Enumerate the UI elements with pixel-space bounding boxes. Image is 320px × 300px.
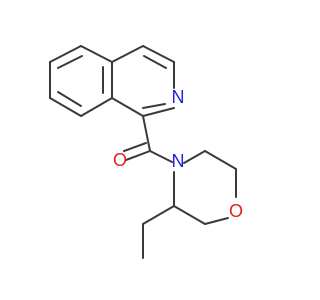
nitrogen-ring-label: N <box>172 87 185 107</box>
bond-c7-c8 <box>49 97 82 117</box>
oxygen-ring-label: O <box>229 201 243 221</box>
oxygen-carbonyl-label: O <box>113 150 127 170</box>
bond-c4-c3 <box>142 45 175 63</box>
bond-c2-c3 <box>173 205 206 225</box>
bond-c4a-c4 <box>111 45 144 63</box>
bond-inner-n2-c1 <box>142 103 166 109</box>
bond-n4-c5 <box>183 150 206 164</box>
molecule-structure: N O N O <box>49 45 243 259</box>
structure-canvas: N O N O <box>49 45 244 259</box>
bond-c5-c6 <box>49 45 82 63</box>
nitrogen-amide-label: N <box>172 151 185 171</box>
bond-c8-c8a <box>80 97 113 117</box>
bond-c5-c6 <box>204 150 237 170</box>
bond-inner-c7-c8 <box>57 91 82 107</box>
bonds <box>49 45 237 259</box>
bond-inner-c5-c6 <box>57 55 83 69</box>
atom-labels: N O N O <box>113 87 243 221</box>
bond-c1-c8a <box>111 97 144 117</box>
bond-carbonyl-o-second <box>123 142 147 152</box>
bond-o1-c2 <box>204 217 229 225</box>
bond-c3-ethyl-ch2 <box>142 205 175 225</box>
bond-n2-c1 <box>142 107 175 117</box>
bond-c4a-c5 <box>80 45 113 63</box>
bond-carbonyl-n <box>149 150 173 163</box>
bond-inner-c4-c3 <box>143 55 167 69</box>
bond-c1-carbonyl <box>142 115 151 152</box>
bond-carbonyl-o <box>125 150 151 161</box>
